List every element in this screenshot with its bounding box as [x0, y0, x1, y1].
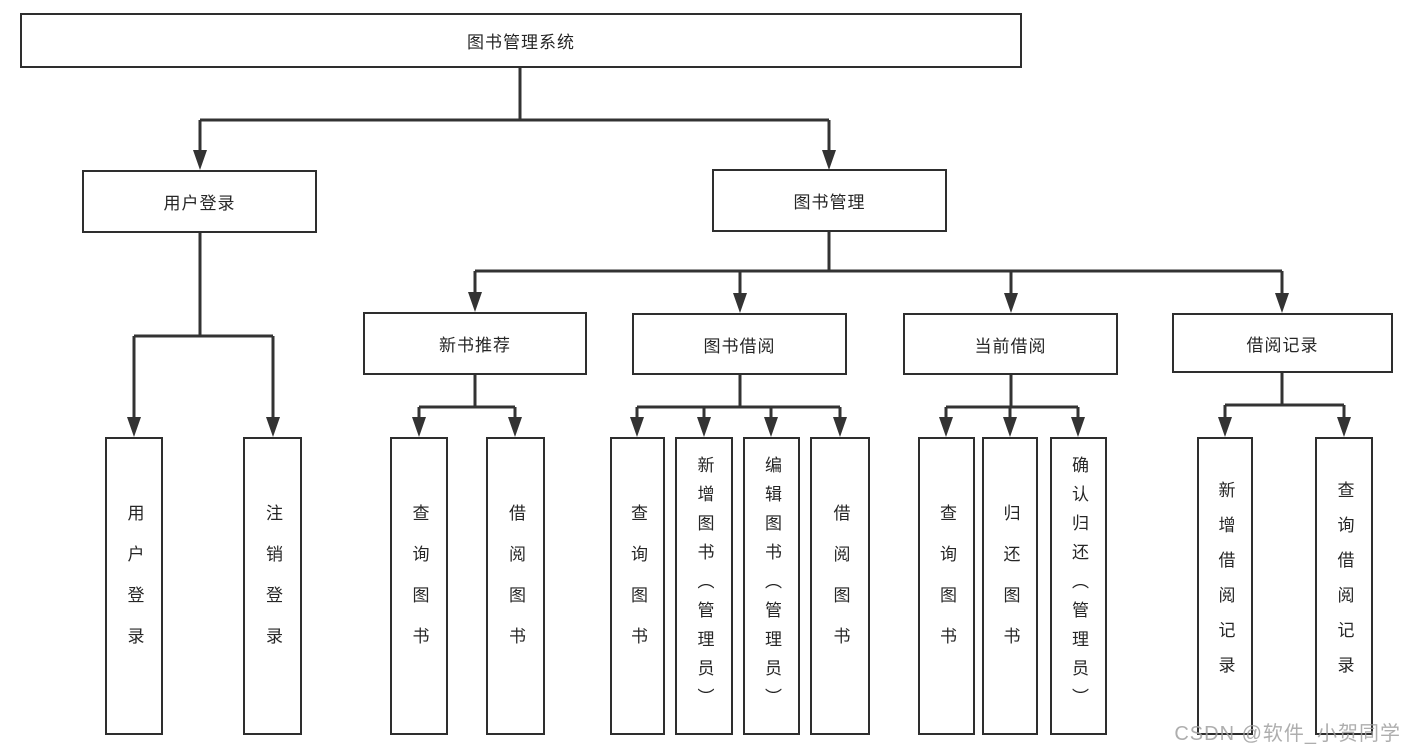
node-label: 新书推荐: [439, 336, 511, 355]
node-label: 用户登录: [163, 194, 236, 213]
leaf-query-books-current: 查询图书: [918, 437, 975, 735]
node-label: 编辑图书（管理员）: [762, 455, 781, 717]
node-label: 图书管理: [793, 193, 866, 212]
node-label: 用户登录: [124, 504, 144, 668]
watermark: CSDN @软件_小贺同学: [1174, 723, 1401, 745]
node-library-system: 图书管理系统: [20, 13, 1022, 68]
node-user-login: 用户登录: [82, 170, 317, 233]
node-label: 借阅图书: [830, 504, 850, 668]
leaf-return-books: 归还图书: [982, 437, 1038, 735]
node-label: 当前借阅: [974, 336, 1047, 356]
node-label: 确认归还（管理员）: [1069, 455, 1088, 717]
node-book-management: 图书管理: [712, 169, 947, 232]
node-label: 图书借阅: [703, 336, 776, 356]
leaf-query-borrow-record: 查询借阅记录: [1315, 437, 1373, 735]
node-label: 归还图书: [1000, 504, 1020, 668]
node-label: 新增图书（管理员）: [694, 455, 714, 717]
node-borrow-records: 借阅记录: [1172, 313, 1393, 373]
leaf-confirm-return-admin: 确认归还（管理员）: [1050, 437, 1107, 735]
leaf-edit-books-admin: 编辑图书（管理员）: [743, 437, 800, 735]
leaf-logout: 注销登录: [243, 437, 302, 735]
node-label: 借阅记录: [1246, 335, 1319, 355]
leaf-borrow-books-recommend: 借阅图书: [486, 437, 545, 735]
node-current-borrow: 当前借阅: [903, 313, 1118, 375]
leaf-borrow-books: 借阅图书: [810, 437, 870, 735]
node-label: 图书管理系统: [467, 33, 575, 52]
node-label: 注销登录: [263, 504, 282, 668]
node-new-book-recommend: 新书推荐: [363, 312, 587, 375]
leaf-add-books-admin: 新增图书（管理员）: [675, 437, 733, 735]
node-label: 查询图书: [409, 504, 429, 668]
leaf-query-books-borrow: 查询图书: [610, 437, 665, 735]
node-label: 新增借阅记录: [1215, 481, 1235, 691]
node-label: 借阅图书: [506, 504, 525, 668]
arrowhead-icons: [127, 150, 1351, 437]
node-book-borrow: 图书借阅: [632, 313, 847, 375]
connector-lines: [132, 68, 1346, 420]
leaf-query-books-recommend: 查询图书: [390, 437, 448, 735]
node-label: 查询图书: [937, 504, 956, 668]
leaf-add-borrow-record: 新增借阅记录: [1197, 437, 1253, 735]
leaf-user-login: 用户登录: [105, 437, 163, 735]
node-label: 查询图书: [628, 504, 647, 668]
node-label: 查询借阅记录: [1334, 481, 1354, 691]
